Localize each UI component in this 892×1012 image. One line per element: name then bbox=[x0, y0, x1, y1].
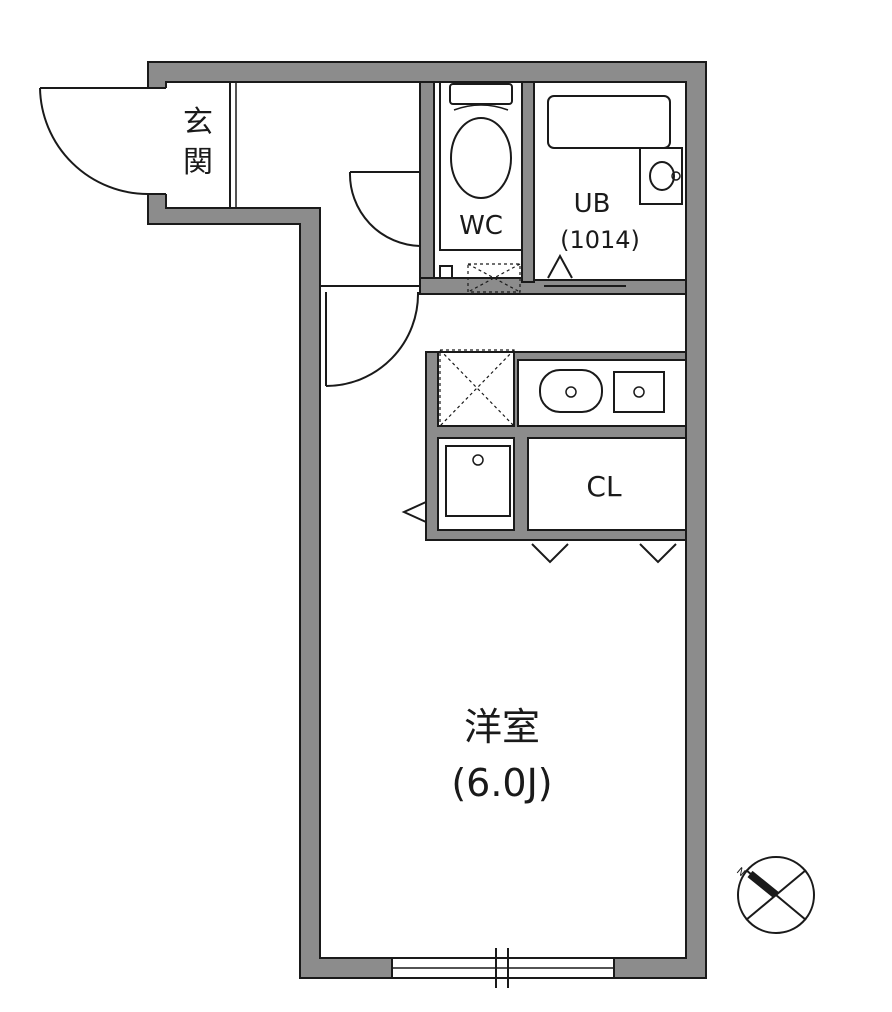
ub-door-marker bbox=[547, 253, 573, 279]
compass-needle bbox=[747, 870, 779, 899]
entrance-label-2: 関 bbox=[183, 145, 213, 180]
toilet-seat bbox=[453, 104, 509, 111]
partition-wall-upper bbox=[419, 81, 435, 293]
closet-door-marker-1 bbox=[531, 543, 569, 564]
ub-label: UB bbox=[574, 189, 611, 219]
toilet-tank bbox=[449, 83, 513, 105]
entrance-label-1: 玄 bbox=[183, 105, 213, 140]
western-room-size: (6.0J) bbox=[451, 761, 552, 805]
ub-sink-counter bbox=[639, 147, 683, 205]
washer-door-marker bbox=[401, 501, 427, 523]
wc-room bbox=[439, 81, 523, 251]
entrance-door-swing bbox=[39, 87, 149, 195]
wc-door-swing bbox=[348, 171, 421, 247]
cooktop-burner bbox=[633, 386, 645, 398]
ub-sink-tap bbox=[671, 171, 681, 181]
partition-wall-wc-ub bbox=[521, 81, 535, 283]
kitchen-sink-drain bbox=[565, 386, 577, 398]
toilet-bowl bbox=[450, 117, 512, 199]
closet-door-marker-2 bbox=[639, 543, 677, 564]
bathtub bbox=[547, 95, 671, 149]
ub-size-label: (1014) bbox=[560, 226, 640, 254]
western-room-label: 洋室 bbox=[464, 705, 540, 749]
cooktop bbox=[613, 371, 665, 413]
vent-hatch-x1 bbox=[467, 263, 521, 293]
vent-hatch-x2 bbox=[467, 263, 521, 293]
washer-pan bbox=[445, 445, 511, 517]
north-compass: N bbox=[734, 856, 815, 934]
fridge-space-dash bbox=[439, 349, 515, 427]
closet-label: CL bbox=[586, 470, 622, 503]
room-door-swing bbox=[325, 291, 420, 387]
vent-hatch bbox=[467, 263, 521, 293]
washer-space bbox=[437, 437, 515, 531]
ub-sink-basin bbox=[649, 161, 675, 191]
closet bbox=[527, 437, 687, 531]
kitchen-sink bbox=[539, 369, 603, 413]
pipe-shaft bbox=[439, 265, 453, 279]
entrance-door-opening bbox=[146, 88, 168, 194]
wc-label: WC bbox=[459, 211, 503, 241]
ub-room bbox=[533, 81, 687, 281]
washer-drain bbox=[472, 454, 484, 466]
